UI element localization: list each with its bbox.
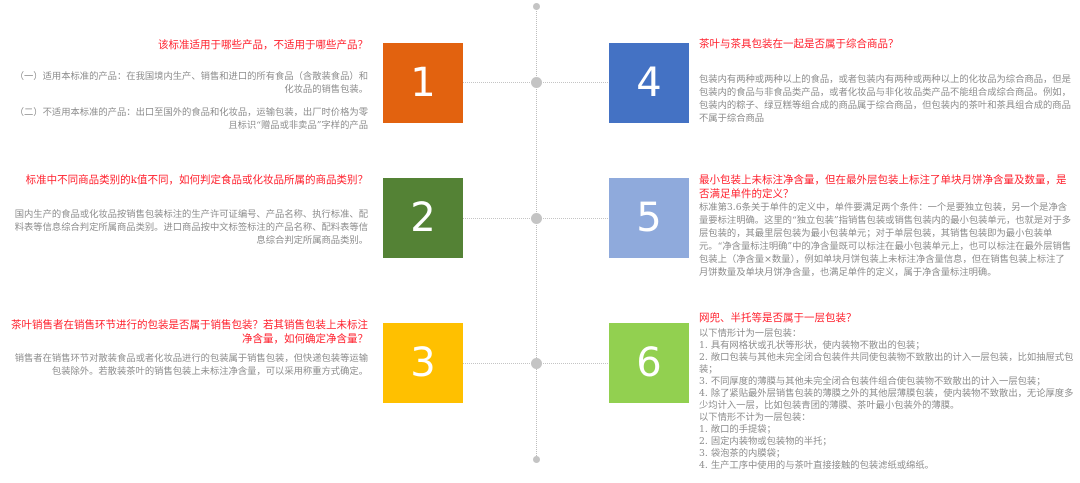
answer-6-line: 以下情形计为一层包装： [699,328,802,339]
question-1: 该标准适用于哪些产品，不适用于哪些产品？ [158,39,368,51]
question-3: 茶叶销售者在销售环节进行的包装是否属于销售包装？若其销售包装上未标注净含量，如何… [11,319,368,345]
timeline-node-1 [531,77,542,88]
answer-6-line: 3. 不同厚度的薄膜与其他未完全闭合包装件组合使包装物不致散出的计入一层包装； [699,376,1046,387]
number-label: 4 [636,60,662,106]
answer-3: 销售者在销售环节对散装食品或者化妆品进行的包装属于销售包装，但快递包装等运输包装… [10,352,368,378]
answer-1-paragraph: （二）不适用本标准的产品：出口至国外的食品和化妆品，运输包装，出厂时价格为零且标… [14,107,368,131]
answer-1: （一）适用本标准的产品：在我国境内生产、销售和进口的所有食品（含散装食品）和化妆… [14,70,368,132]
answer-2: 国内生产的食品或化妆品按销售包装标注的生产许可证编号、产品名称、执行标准、配料表… [6,208,368,247]
number-label: 5 [636,195,662,241]
answer-6: 以下情形计为一层包装： 1. 具有网格状或孔状等形状，使内装物不散出的包装； 2… [699,328,1077,472]
number-box-3: 3 [383,323,463,403]
answer-2-paragraph: 国内生产的食品或化妆品按销售包装标注的生产许可证编号、产品名称、执行标准、配料表… [14,209,368,246]
answer-6-line: 4. 除了紧贴最外层销售包装的薄膜之外的其他层薄膜包装，使内装物不致散出，无论厚… [699,388,1074,411]
timeline-node-3 [531,358,542,369]
answer-5: 标准第3.6条关于单件的定义中，单件要满足两个条件：一个是要独立包装，另一个是净… [699,201,1073,279]
answer-6-line: 2. 固定内装物或包装物的半托； [699,436,832,447]
question-5: 最小包装上未标注净含量，但在最外层包装上标注了单块月饼净含量及数量，是否满足单件… [699,174,1067,200]
answer-6-line: 2. 敞口包装与其他未完全闭合包装件共同使包装物不致散出的计入一层包装，比如抽屉… [699,352,1074,375]
answer-6-line: 4. 生产工序中使用的与茶叶直接接触的包装滤纸或绵纸。 [699,460,934,471]
number-box-4: 4 [609,43,689,123]
answer-6-line: 以下情形不计为一层包装： [699,412,811,423]
number-label: 3 [410,340,436,386]
timeline-bottom-endpoint [533,456,540,463]
number-label: 6 [636,340,662,386]
number-box-6: 6 [609,323,689,403]
answer-3-paragraph: 销售者在销售环节对散装食品或者化妆品进行的包装属于销售包装，但快递包装等运输包装… [14,353,368,377]
answer-4-paragraph: 包装内有两种或两种以上的食品，或者包装内有两种或两种以上的化妆品为综合商品，但是… [699,74,1071,124]
question-4: 茶叶与茶具包装在一起是否属于综合商品？ [699,38,899,50]
timeline-node-2 [531,213,542,224]
answer-5-paragraph: 标准第3.6条关于单件的定义中，单件要满足两个条件：一个是要独立包装，另一个是净… [699,202,1072,278]
timeline-vertical-line [536,6,537,458]
answer-6-line: 1. 敞口的手提袋； [699,424,776,435]
number-label: 1 [410,60,436,106]
answer-1-paragraph: （一）适用本标准的产品：在我国境内生产、销售和进口的所有食品（含散装食品）和化妆… [14,71,368,95]
answer-6-line: 1. 具有网格状或孔状等形状，使内装物不散出的包装； [699,340,925,351]
number-box-5: 5 [609,178,689,258]
answer-6-line: 3. 袋泡茶的内膜袋； [699,448,786,459]
number-box-1: 1 [383,43,463,123]
answer-4: 包装内有两种或两种以上的食品，或者包装内有两种或两种以上的化妆品为综合商品，但是… [699,73,1071,125]
question-6: 网兜、半托等是否属于一层包装？ [699,312,857,324]
timeline-top-endpoint [533,3,540,10]
question-2: 标准中不同商品类别的k值不同，如何判定食品或化妆品所属的商品类别？ [25,174,368,186]
number-box-2: 2 [383,178,463,258]
number-label: 2 [410,195,436,241]
